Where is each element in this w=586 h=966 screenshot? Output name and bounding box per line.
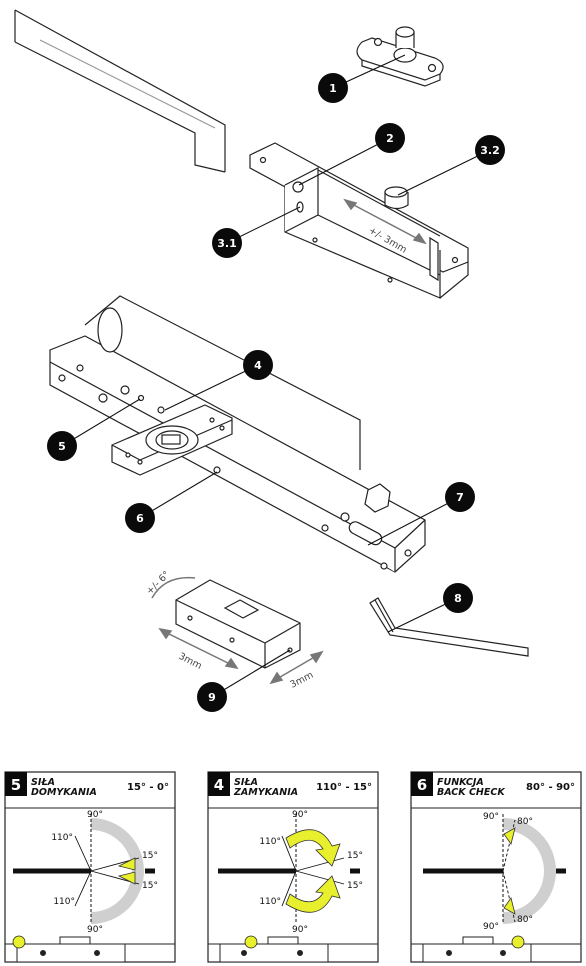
adjust-screw-highlight <box>12 935 26 949</box>
adjust-screw-highlight <box>511 935 525 949</box>
panel-range: 110° - 15° <box>316 782 372 793</box>
panel-number: 4 <box>214 776 224 794</box>
callout-7: 7 <box>445 482 475 512</box>
closer-body <box>49 295 426 573</box>
slide-dimension <box>343 198 427 245</box>
door-rail <box>14 9 226 173</box>
panel-range: 80° - 90° <box>526 782 575 793</box>
angle-label: 90° <box>483 922 499 932</box>
panel-range: 15° - 0° <box>127 782 169 793</box>
panel-back-check: 6 FUNKCJA BACK CHECK 80° - 90° 90° 80° 8… <box>410 771 582 963</box>
panel-title-line1: SIŁA <box>31 777 55 788</box>
svg-text:6: 6 <box>136 512 144 525</box>
highlight-arrow-lower <box>117 871 136 885</box>
adjustment-plate <box>175 579 301 669</box>
callout-9: 9 <box>197 682 227 712</box>
highlight-arrow-lower <box>503 897 516 915</box>
adjust-screw-highlight <box>244 935 258 949</box>
rotate-dimension <box>151 576 196 599</box>
panel-title-line2: DOMYKANIA <box>31 787 97 798</box>
callout-2: 2 <box>375 123 405 153</box>
top-bracket <box>249 142 469 299</box>
svg-text:9: 9 <box>208 691 216 704</box>
gray-arc <box>502 818 556 924</box>
svg-text:7: 7 <box>456 491 464 504</box>
highlight-arrow-upper <box>117 857 136 871</box>
callout-1: 1 <box>318 73 348 103</box>
panel-title-line2: ZAMYKANIA <box>233 787 298 798</box>
shift-dimension-b <box>269 650 324 685</box>
mini-closer <box>5 936 175 963</box>
callout-8: 8 <box>443 583 473 613</box>
angle-label: 90° <box>292 925 308 935</box>
angle-label: 15° <box>142 881 158 891</box>
highlight-arrow-lower <box>285 875 341 913</box>
mini-closer <box>411 936 581 963</box>
angle-label: 110° <box>259 837 281 847</box>
panel-number-box <box>5 772 27 796</box>
angle-label: 90° <box>87 925 103 935</box>
panel-number-box <box>411 772 433 796</box>
callout-5: 5 <box>47 431 77 461</box>
rotate-dimension-label: +/- 6° <box>144 569 172 597</box>
callout-4: 4 <box>243 350 273 380</box>
panel-title-line1: SIŁA <box>234 777 258 788</box>
angle-label: 110° <box>53 897 75 907</box>
angle-label: 90° <box>292 810 308 820</box>
angle-label: 90° <box>87 810 103 820</box>
panel-frame <box>4 771 176 963</box>
panel-number-box <box>208 772 230 796</box>
angle-label: 90° <box>483 812 499 822</box>
panel-title-line1: FUNKCJA <box>437 777 484 788</box>
panel-frame <box>207 771 379 963</box>
angle-label: 15° <box>347 851 363 861</box>
panel-number: 5 <box>11 776 21 794</box>
highlight-arrow-upper <box>285 829 341 867</box>
angle-label: 80° <box>517 817 533 827</box>
callout-3-1: 3.1 <box>212 228 242 258</box>
svg-text:4: 4 <box>254 359 262 372</box>
angle-label: 110° <box>51 833 73 843</box>
svg-text:1: 1 <box>329 82 337 95</box>
shift-dimension-a <box>158 627 239 670</box>
highlight-arrow-upper <box>503 827 516 845</box>
svg-text:3.1: 3.1 <box>217 237 237 250</box>
svg-text:5: 5 <box>58 440 66 453</box>
pivot-plate <box>356 26 444 87</box>
gray-arc <box>90 818 144 924</box>
angle-label: 15° <box>347 881 363 891</box>
svg-text:3.2: 3.2 <box>480 144 500 157</box>
shift-dimension-a-label: 3mm <box>177 651 204 672</box>
svg-text:8: 8 <box>454 592 462 605</box>
callout-6: 6 <box>125 503 155 533</box>
angle-label: 80° <box>517 915 533 925</box>
svg-text:2: 2 <box>386 132 394 145</box>
shift-dimension-b-label: 3mm <box>288 670 315 691</box>
hex-key <box>369 597 529 657</box>
panel-closing-force-final: 5 SIŁA DOMYKANIA 15° - 0° 90° 110° 15° 1… <box>4 771 176 963</box>
panel-number: 6 <box>417 776 427 794</box>
panel-closing-force: 4 SIŁA ZAMYKANIA 110° - 15° 90° 110° 15°… <box>207 771 379 963</box>
angle-label: 110° <box>259 897 281 907</box>
callout-3-2: 3.2 <box>475 135 505 165</box>
panel-title-line2: BACK CHECK <box>437 787 505 798</box>
angle-label: 15° <box>142 851 158 861</box>
mini-closer <box>208 936 378 963</box>
spindle-plate <box>111 404 233 476</box>
